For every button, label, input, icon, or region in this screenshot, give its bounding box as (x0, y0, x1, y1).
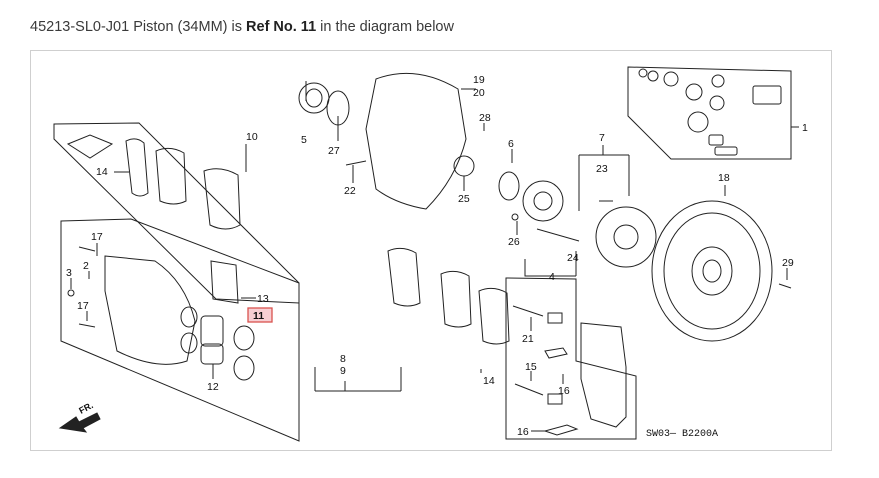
ref-label: 6 (508, 138, 514, 150)
bracket-outline (505, 277, 637, 440)
ref-label: 17 (91, 231, 103, 243)
ref-label: 20 (473, 87, 485, 99)
ref-number: Ref No. 11 (246, 19, 317, 35)
part-number: 45213-SL0-J01 (30, 19, 130, 35)
front-arrow-shape (58, 412, 101, 433)
brake-pad-shape (125, 138, 149, 197)
ref-label: 8 (340, 353, 346, 365)
part-name: Piston (34MM) (133, 19, 228, 35)
ref-label: 19 (473, 74, 485, 86)
ref-label: 29 (782, 257, 794, 269)
ref-label: 23 (596, 163, 608, 175)
splash-shield-shape (365, 72, 467, 210)
ref-label: 5 (301, 134, 307, 146)
ref-label: 12 (207, 381, 219, 393)
ref-label: 14 (96, 166, 108, 178)
diagram-code: SW03— B2200A (646, 429, 718, 440)
ref-label: 4 (549, 271, 555, 283)
ref-label-highlighted[interactable]: 11 (253, 310, 264, 322)
ref-label: 21 (522, 333, 534, 345)
bearing-kit-outline (627, 66, 792, 160)
ref-label: 14 (483, 375, 495, 387)
caliper-body-shape (104, 255, 196, 365)
ref-label: 18 (718, 172, 730, 184)
ref-label: 27 (328, 145, 340, 157)
caption-is: is (231, 19, 242, 35)
ref-label: 10 (246, 131, 258, 143)
ref-label: 1 (802, 122, 808, 134)
caption-suffix: in the diagram below (320, 19, 454, 35)
ref-label: 9 (340, 365, 346, 377)
ref-label: 15 (525, 361, 537, 373)
parts-diagram: 10 14 5 27 19 20 28 6 22 25 7 23 18 1 26… (30, 50, 832, 451)
front-label: FR. (77, 400, 94, 416)
ref-label: 2 (83, 260, 89, 272)
ref-label: 22 (344, 185, 356, 197)
ref-label: 3 (66, 267, 72, 279)
caliper-assembly-outline (60, 218, 300, 442)
ref-label: 16 (558, 385, 570, 397)
ref-label: 25 (458, 193, 470, 205)
ref-label: 17 (77, 300, 89, 312)
ref-label: 26 (508, 236, 520, 248)
ref-label: 28 (479, 112, 491, 124)
page-caption: 45213-SL0-J01 Piston (34MM) is Ref No. 1… (30, 19, 454, 35)
highlight-ref-11[interactable] (247, 307, 273, 323)
piston-11-shape (200, 315, 224, 347)
ref-label: 7 (599, 132, 605, 144)
brake-rotor-shape (651, 200, 773, 342)
ref-label: 16 (517, 426, 529, 438)
caliper-bracket-shape (580, 322, 627, 428)
ref-label: 24 (567, 252, 579, 264)
ref-label: 13 (257, 293, 269, 305)
diagram-canvas: 10 14 5 27 19 20 28 6 22 25 7 23 18 1 26… (53, 66, 808, 442)
